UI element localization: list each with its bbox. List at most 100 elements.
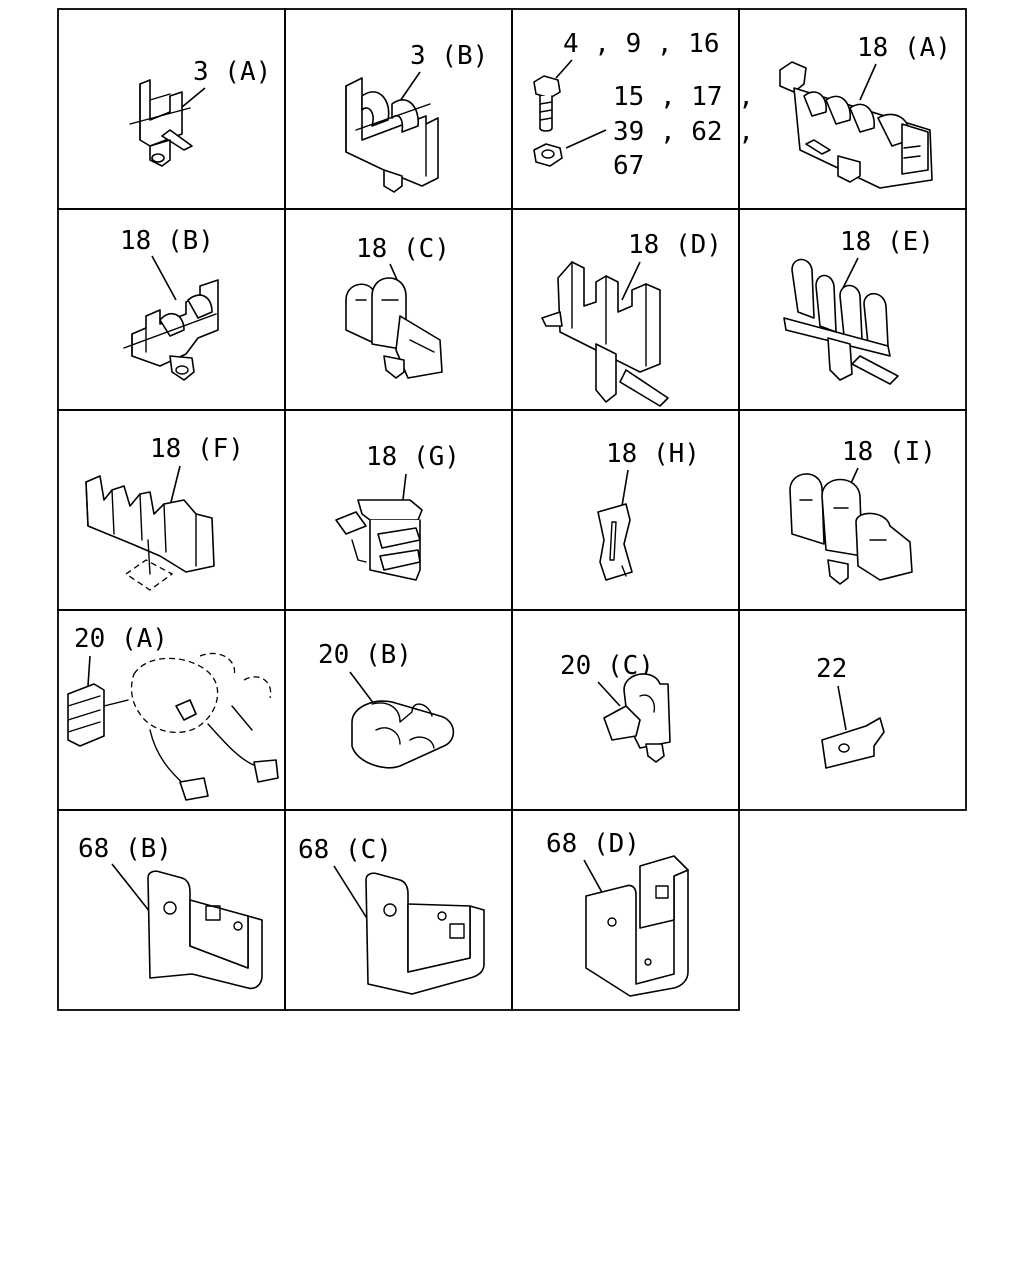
- clip-detail: [123, 313, 217, 357]
- clip-body: [345, 77, 439, 187]
- part-18g: 18 (G): [335, 442, 460, 581]
- leader-line: [597, 681, 621, 707]
- clip-pin: [151, 153, 165, 163]
- clip-loop-1: [361, 91, 390, 127]
- part-68b: 68 (B): [78, 834, 263, 990]
- clip-comb-teeth: [67, 695, 101, 733]
- part-20a: 20 (A): [67, 624, 279, 801]
- clip-loop-1: [789, 473, 825, 545]
- clip-tab-right: [619, 369, 669, 407]
- clip-slot: [609, 521, 617, 561]
- part-label-3b: 3 (B): [410, 41, 488, 71]
- clip-loop-2: [815, 274, 837, 333]
- leader-line: [397, 71, 421, 105]
- clip-body: [557, 261, 661, 373]
- harness-outline: [130, 657, 219, 734]
- part-label-18b: 18 (B): [120, 226, 214, 256]
- clip-pin: [175, 365, 189, 375]
- part-68c: 68 (C): [298, 835, 485, 995]
- clip-loop: [639, 694, 656, 713]
- mount-line: [147, 539, 151, 575]
- bracket-top: [639, 855, 689, 929]
- part-label-22: 22: [816, 654, 847, 684]
- clip-loop-3: [839, 284, 863, 341]
- part-label-68b: 68 (B): [78, 834, 172, 864]
- leader-line: [555, 59, 573, 79]
- clip-stem: [383, 355, 405, 379]
- clip-detail: [799, 499, 887, 541]
- bracket-flange: [407, 903, 471, 973]
- bracket-small-hole: [644, 958, 652, 966]
- leader-line: [151, 255, 177, 301]
- harness-connector-2: [253, 759, 279, 783]
- washer-hole: [541, 149, 555, 159]
- part-label-18f: 18 (F): [150, 434, 244, 464]
- clip-rail: [783, 317, 891, 357]
- part-18h: 18 (H): [597, 439, 700, 581]
- part-18c: 18 (C): [345, 234, 450, 379]
- clip-bar-1: [377, 527, 421, 549]
- clip-stem: [383, 169, 403, 193]
- clip-loop-2: [187, 294, 213, 319]
- bolt-threads: [539, 101, 553, 121]
- part-label-18c: 18 (C): [356, 234, 450, 264]
- clip-stem: [837, 155, 861, 183]
- bracket-flange: [189, 899, 249, 969]
- harness-connector-1: [179, 777, 209, 801]
- part-label-18h: 18 (H): [606, 439, 700, 469]
- bolt-shank: [539, 95, 553, 132]
- clip-loop-1: [159, 312, 185, 337]
- part-22: 22: [816, 654, 885, 769]
- leader-line: [621, 469, 629, 507]
- part-label-20b: 20 (B): [318, 640, 412, 670]
- part-label-20a: 20 (A): [74, 624, 168, 654]
- bracket-plate: [821, 717, 885, 769]
- clip-arrow: [103, 699, 129, 707]
- part-18a: 18 (A): [779, 33, 951, 189]
- clip-box-detail: [903, 145, 921, 159]
- bracket-small-hole: [233, 921, 243, 931]
- bracket-small-hole: [437, 911, 447, 921]
- part-label-18i: 18 (I): [842, 437, 936, 467]
- clip-body: [85, 475, 215, 573]
- part-label-bolt-ids-2: 15 , 17 ,: [613, 82, 754, 112]
- leader-line: [169, 465, 181, 507]
- mounting-outline: [124, 559, 174, 591]
- bracket-hole: [163, 901, 177, 915]
- leader-line: [837, 685, 847, 731]
- harness-outline-2: [199, 652, 272, 699]
- clip-stem: [595, 343, 617, 403]
- clip-loop-2: [821, 478, 863, 557]
- part-label-bolt-ids: 4 , 9 , 16: [563, 29, 720, 59]
- bracket-nut: [449, 923, 465, 939]
- clip-detail: [355, 299, 435, 353]
- part-label-18e: 18 (E): [840, 227, 934, 257]
- part-bolt-washer: 4 , 9 , 16 15 , 17 , 39 , 62 , 67: [533, 29, 754, 181]
- clip-loop-1: [803, 91, 827, 117]
- part-18b: 18 (B): [120, 226, 219, 381]
- clip-loop-3: [849, 103, 875, 133]
- bracket-hole: [383, 903, 397, 917]
- leader-line: [333, 865, 369, 921]
- clip-top-bar: [357, 499, 423, 521]
- part-68d: 68 (D): [546, 829, 689, 997]
- leader-line: [111, 863, 151, 913]
- leader-line: [87, 655, 91, 687]
- bracket-body: [365, 872, 485, 995]
- part-3a: 3 (A): [129, 57, 271, 167]
- part-label-bolt-ids-4: 67: [613, 151, 644, 181]
- part-18e: 18 (E): [783, 227, 934, 385]
- part-label-18a: 18 (A): [857, 33, 951, 63]
- clip-loop-1: [791, 258, 815, 319]
- harness-wires: [149, 705, 257, 787]
- clip-loops: [375, 727, 435, 749]
- clip-detail: [129, 83, 191, 141]
- clip-loop-2: [825, 95, 851, 125]
- clip-tab-left: [541, 311, 563, 327]
- clip-box: [395, 315, 443, 379]
- clip-lock: [603, 705, 641, 741]
- clip-loop-4: [863, 292, 889, 347]
- leader-line: [583, 859, 605, 897]
